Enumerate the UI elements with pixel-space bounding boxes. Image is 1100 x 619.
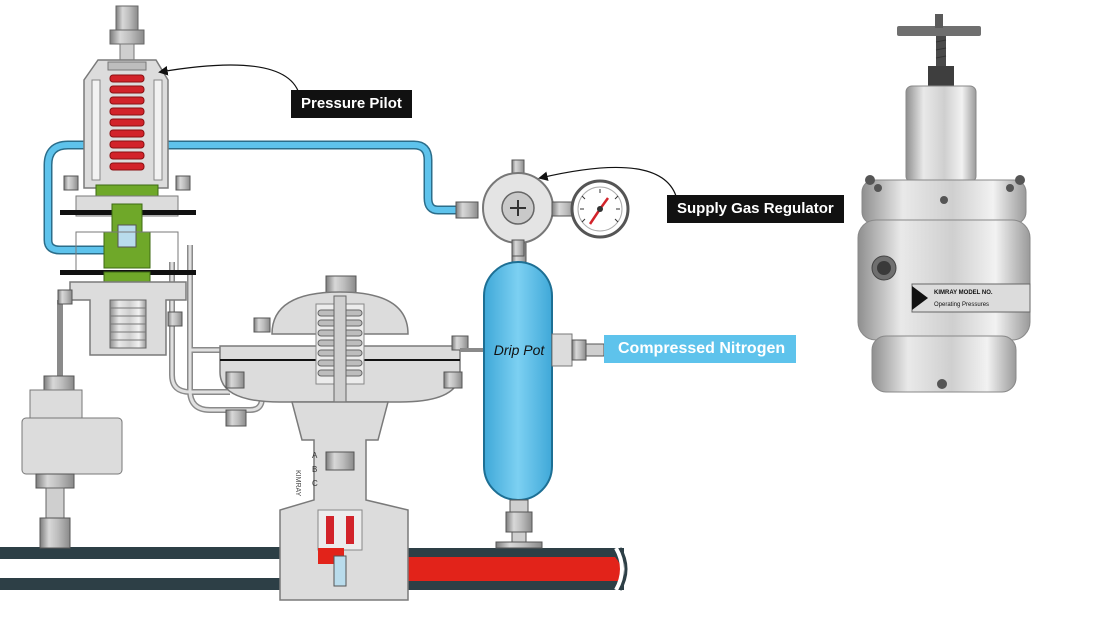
valve-mark-b: B <box>312 465 317 474</box>
nameplate: KIMRAY MODEL NO. Operating Pressures <box>911 283 1031 313</box>
supply-gas-line <box>43 140 458 255</box>
drip-pot-label: Drip Pot <box>493 342 545 358</box>
supply-regulator-leader <box>538 166 677 197</box>
pressure-pilot-label: Pressure Pilot <box>291 90 412 118</box>
drip-pot <box>460 235 605 549</box>
process-fluid <box>362 557 622 581</box>
kimray-regulator-product: KIMRAY MODEL NO. Operating Pressures <box>857 14 1031 393</box>
nameplate-pressure: Operating Pressures <box>934 302 989 308</box>
pressure-pilot-leader <box>158 64 301 98</box>
svg-text:KIMRAY: KIMRAY <box>294 470 301 497</box>
nameplate-model: KIMRAY MODEL NO. <box>934 290 993 296</box>
supply-gas-regulator <box>455 159 577 257</box>
compressed-nitrogen-label: Compressed Nitrogen <box>604 335 796 363</box>
valve-mark-a: A <box>312 451 318 460</box>
t-handle <box>897 26 981 36</box>
valve-mark-c: C <box>312 479 318 488</box>
pressure-pilot <box>57 5 196 356</box>
pressure-gauge <box>570 179 630 239</box>
supply-gas-regulator-label: Supply Gas Regulator <box>667 195 844 223</box>
main-regulator-valve: KIMRAY A B C <box>219 275 469 601</box>
sensing-tap-valve <box>21 375 123 549</box>
pilot-spring <box>109 74 145 171</box>
